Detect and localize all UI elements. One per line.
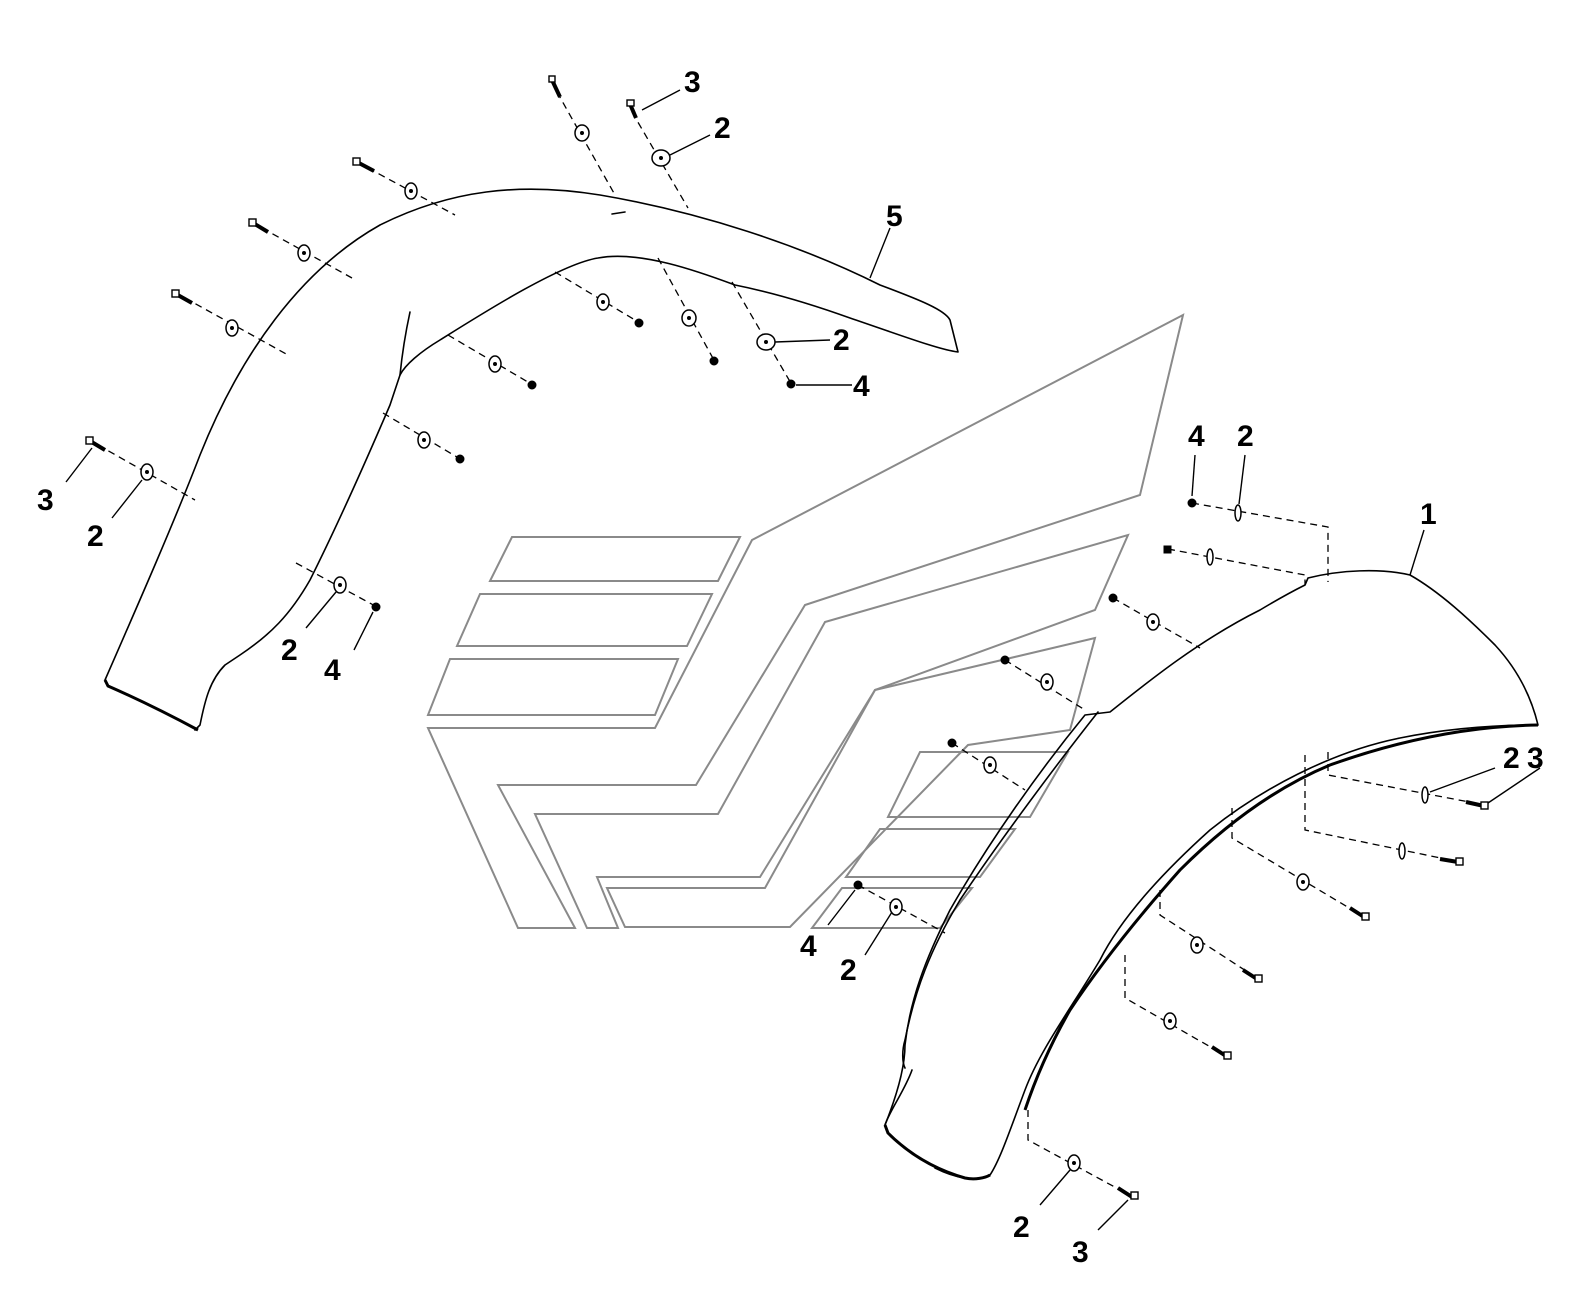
grille-slat-3 xyxy=(426,658,680,716)
nut-icon xyxy=(1108,593,1118,603)
washer-icon xyxy=(225,319,239,337)
bolt-icon xyxy=(1465,800,1489,810)
nut-icon xyxy=(1163,545,1172,554)
callout-washer: 2 xyxy=(714,112,731,145)
callout-nut: 4 xyxy=(800,930,817,963)
washer-icon xyxy=(1163,1012,1177,1030)
bolt-icon xyxy=(1241,968,1263,983)
washer-icon xyxy=(488,355,502,373)
bolt-icon xyxy=(248,218,270,234)
callout-washer: 2 xyxy=(1237,420,1254,453)
washer-icon xyxy=(651,149,671,167)
washer-icon xyxy=(596,293,610,311)
nuts xyxy=(371,318,1197,890)
bolt-icon xyxy=(1348,906,1370,921)
vehicle-body-outline xyxy=(426,313,1185,929)
nut-icon xyxy=(853,880,863,890)
bolts xyxy=(85,75,1489,1200)
callout-washer: 2 xyxy=(1013,1211,1030,1244)
nut-icon xyxy=(1187,498,1197,508)
body-panel-lower xyxy=(605,636,1097,928)
washer-icon xyxy=(140,463,154,481)
assembly-lines xyxy=(97,91,1486,1199)
washer-icon xyxy=(1234,504,1242,522)
bolt-icon xyxy=(1210,1045,1232,1060)
washer-icon xyxy=(417,431,431,449)
callout-washer: 2 xyxy=(87,520,104,553)
callout-nut: 4 xyxy=(1188,420,1205,453)
nut-icon xyxy=(455,454,465,464)
callout-bolt: 3 xyxy=(684,66,701,99)
bolt-icon xyxy=(1439,857,1464,866)
washer-icon xyxy=(756,333,776,351)
nut-icon xyxy=(371,602,381,612)
bolt-icon xyxy=(85,436,107,452)
washer-icon xyxy=(681,309,697,327)
bolt-icon xyxy=(352,157,375,173)
callout-nut: 4 xyxy=(324,654,341,687)
washer-icon xyxy=(1421,786,1429,804)
callout-bolt: 3 xyxy=(37,484,54,517)
grille-slat-6 xyxy=(810,887,975,929)
washer-icon xyxy=(889,898,903,916)
washer-icon xyxy=(1067,1154,1081,1172)
nut-icon xyxy=(527,380,537,390)
nut-icon xyxy=(786,379,796,389)
callout-bolt: 3 xyxy=(1527,742,1544,775)
nut-icon xyxy=(1000,655,1010,665)
bolt-icon xyxy=(171,289,193,305)
bolt-icon xyxy=(548,75,562,98)
grille-slat-5 xyxy=(844,828,1017,878)
grille-slat-2 xyxy=(455,593,714,647)
leader-lines xyxy=(65,89,1541,1231)
callout-washer: 2 xyxy=(840,954,857,987)
washer-icon xyxy=(1206,548,1214,566)
washer-icon xyxy=(1190,936,1204,954)
callout-washer: 2 xyxy=(833,324,850,357)
callout-washer: 2 xyxy=(1503,742,1520,775)
bolt-icon xyxy=(1116,1186,1139,1200)
grille-slat-1 xyxy=(488,536,742,582)
washer-icon xyxy=(297,244,311,262)
callout-labels: 3 2 5 2 4 3 2 2 4 4 2 1 2 3 4 2 2 3 xyxy=(37,66,1544,1269)
washer-icon xyxy=(1296,873,1310,891)
callout-fender-left: 5 xyxy=(886,200,903,233)
washer-icon xyxy=(404,182,418,200)
nut-icon xyxy=(709,356,719,366)
washer-icon xyxy=(574,124,590,142)
washer-icon xyxy=(1146,613,1160,631)
callout-washer: 2 xyxy=(281,634,298,667)
washer-icon xyxy=(333,576,347,594)
grille-slat-4 xyxy=(886,751,1070,818)
washer-icon xyxy=(1398,842,1406,860)
bolt-icon xyxy=(626,99,638,119)
callout-nut: 4 xyxy=(853,370,870,403)
callout-fender-right: 1 xyxy=(1420,498,1437,531)
body-panel-upper xyxy=(426,313,1185,929)
right-fender xyxy=(883,569,1539,1181)
washer-icon xyxy=(1040,673,1054,691)
washers xyxy=(140,124,1429,1172)
left-fender xyxy=(103,188,959,732)
body-panel-middle xyxy=(533,533,1130,929)
callout-bolt: 3 xyxy=(1072,1236,1089,1269)
nut-icon xyxy=(634,318,644,328)
washer-icon xyxy=(983,756,997,774)
nut-icon xyxy=(947,738,957,748)
